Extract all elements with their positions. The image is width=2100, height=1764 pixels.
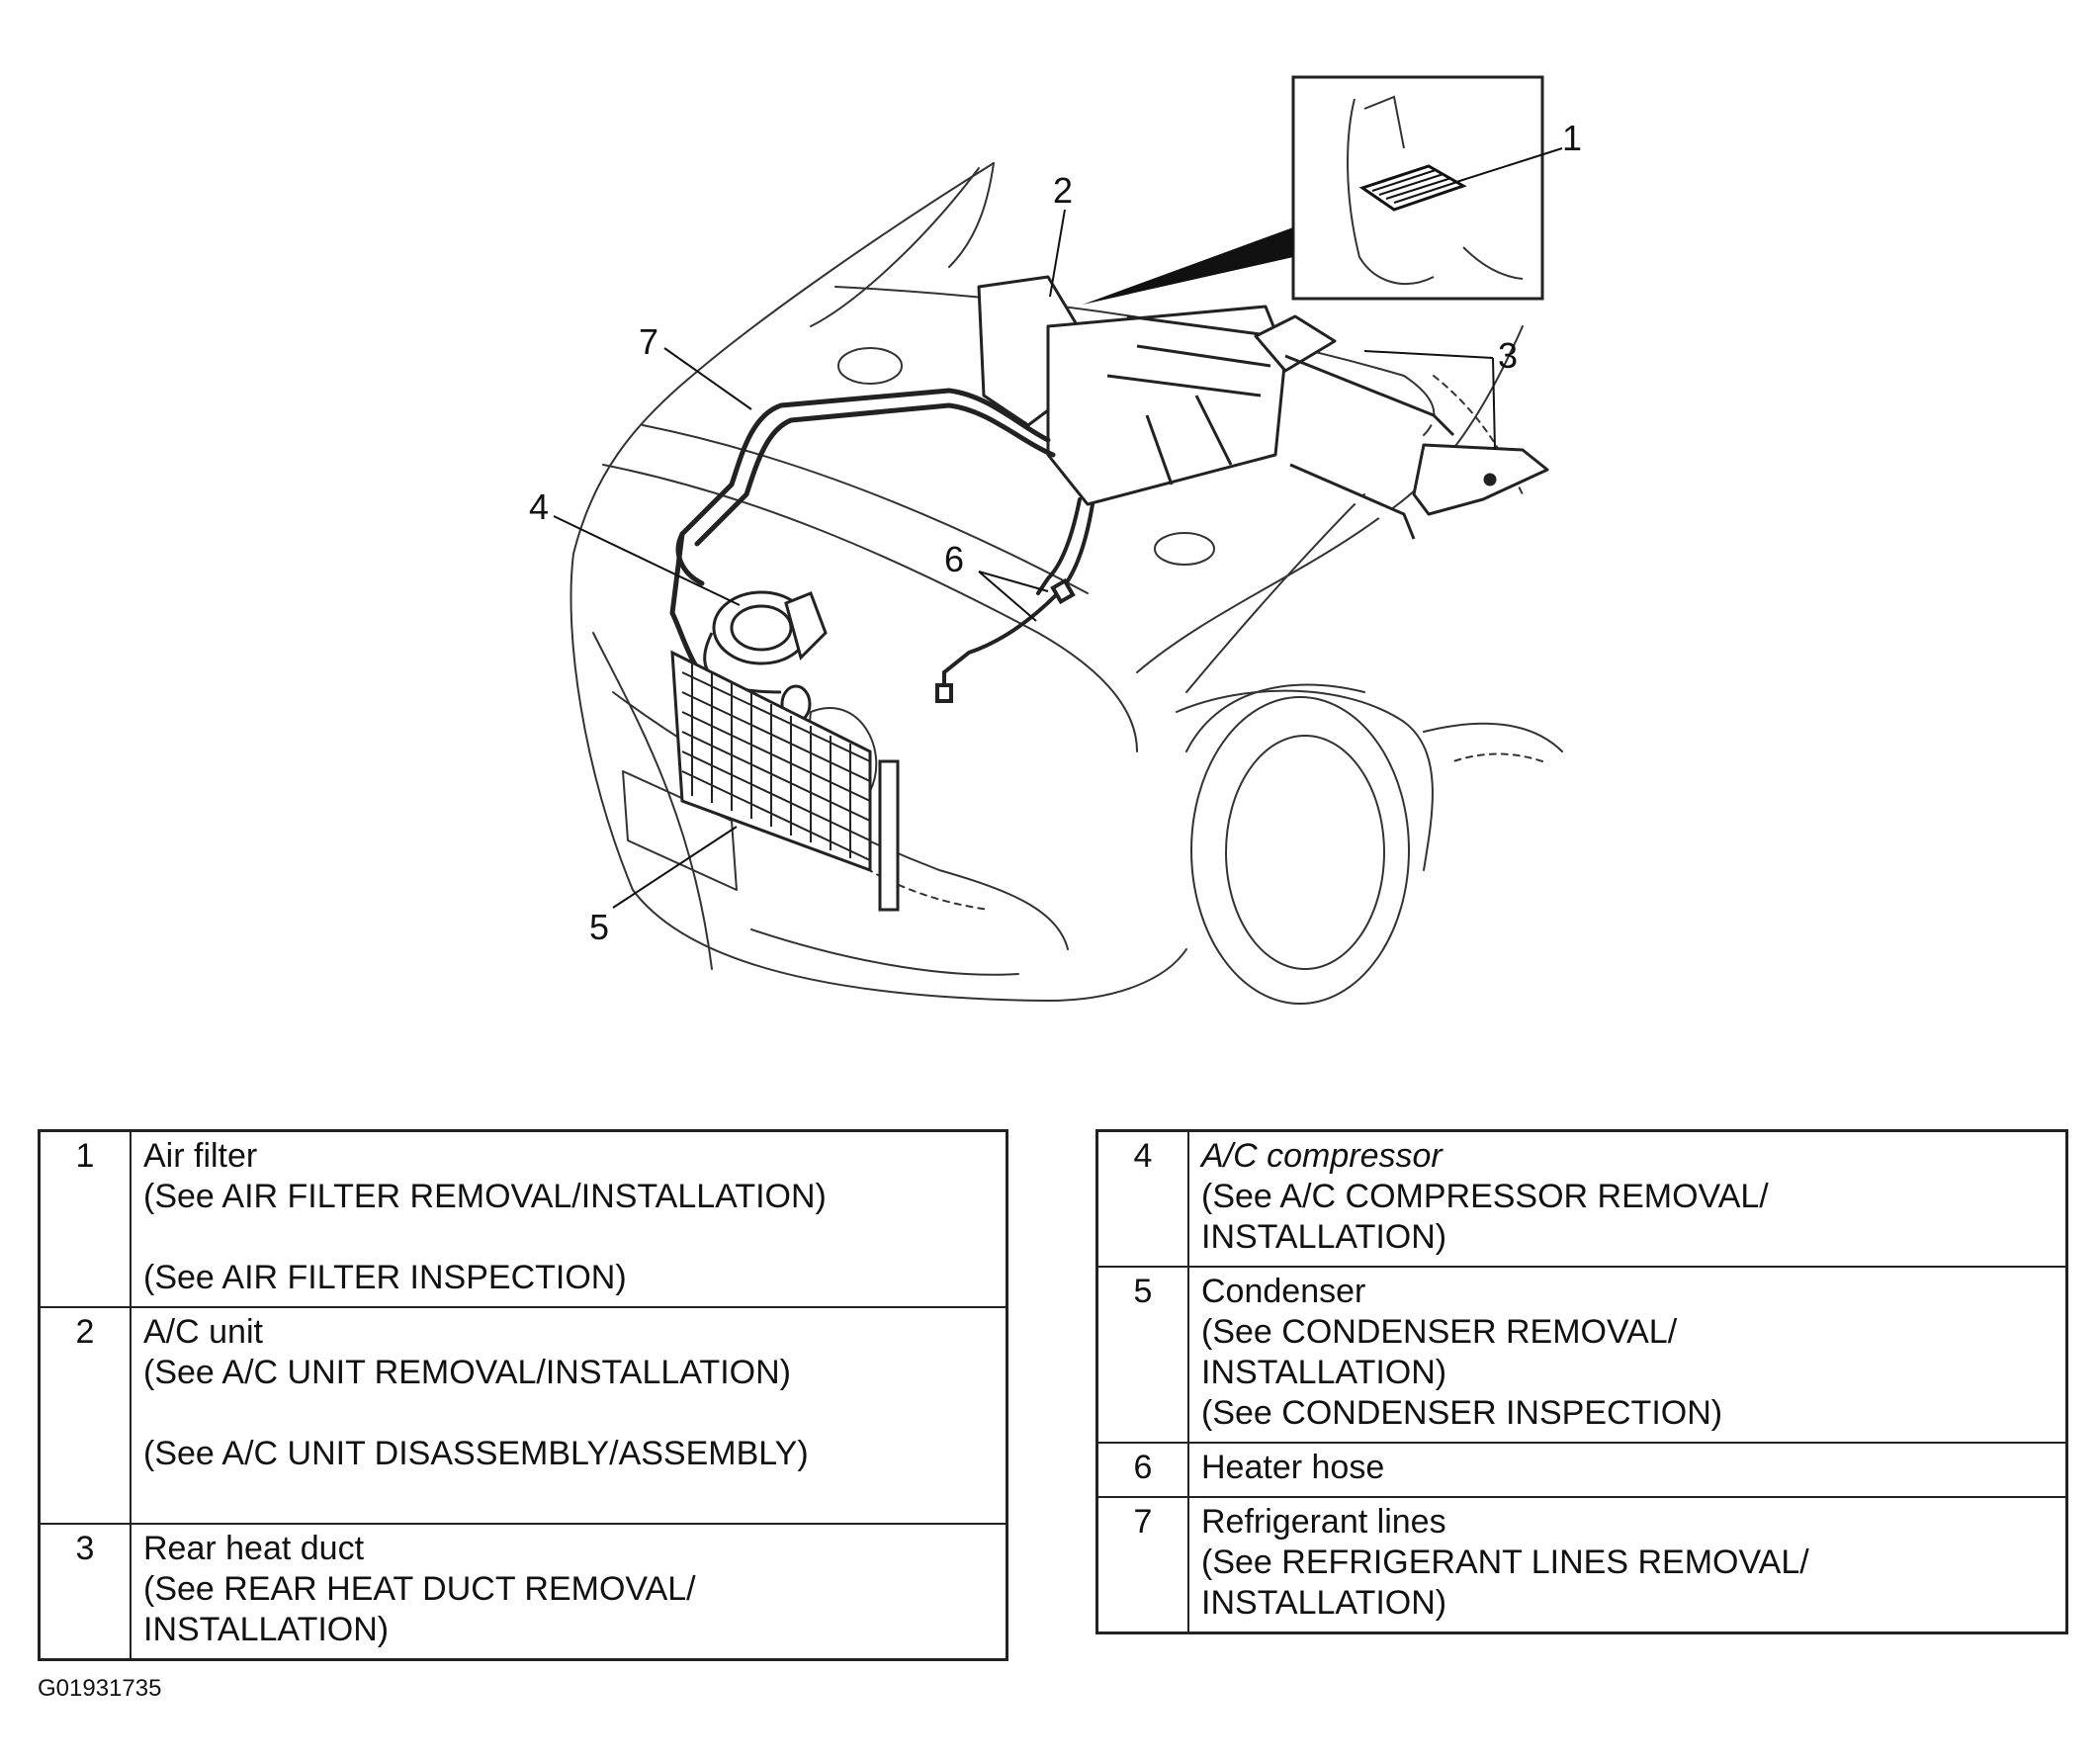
legend-description: Air filter (See AIR FILTER REMOVAL/INSTA… bbox=[130, 1129, 1008, 1308]
callout-2: 2 bbox=[1053, 170, 1073, 211]
callout-3: 3 bbox=[1498, 335, 1518, 376]
legend-item-name: Air filter bbox=[143, 1137, 258, 1175]
legend-reference: INSTALLATION) bbox=[1201, 1354, 1447, 1391]
legend-row: 3 Rear heat duct (See REAR HEAT DUCT REM… bbox=[38, 1523, 1008, 1661]
legend-spacer bbox=[143, 1393, 996, 1434]
legend-number: 6 bbox=[1095, 1442, 1189, 1498]
legend-number: 4 bbox=[1095, 1129, 1189, 1268]
heater-hose bbox=[935, 497, 1094, 703]
callout-7: 7 bbox=[639, 321, 658, 362]
right-fender bbox=[1176, 689, 1434, 871]
inset-pointer bbox=[1083, 227, 1293, 305]
air-filter-inset bbox=[1291, 75, 1544, 301]
air-filter bbox=[1358, 164, 1467, 212]
legend-row: 7 Refrigerant lines (See REFRIGERANT LIN… bbox=[1095, 1496, 2068, 1634]
legend-item-name: Rear heat duct bbox=[143, 1530, 365, 1567]
condenser bbox=[670, 650, 900, 912]
legend-item-name: Condenser bbox=[1201, 1273, 1366, 1310]
leader-5 bbox=[612, 826, 738, 909]
leader-2 bbox=[1049, 209, 1066, 298]
legend-reference: INSTALLATION) bbox=[1201, 1584, 1447, 1622]
leader-3 bbox=[1363, 350, 1496, 451]
legend-reference: (See AIR FILTER REMOVAL/INSTALLATION) bbox=[143, 1178, 827, 1215]
callout-6: 6 bbox=[944, 539, 964, 579]
legend-item-name: A/C compressor bbox=[1201, 1137, 1443, 1175]
legend-spacer bbox=[143, 1217, 996, 1258]
callout-1: 1 bbox=[1562, 118, 1582, 158]
legend-description: Condenser (See CONDENSER REMOVAL/ INSTAL… bbox=[1187, 1266, 2068, 1444]
legend-description: Heater hose bbox=[1187, 1442, 2068, 1498]
legend-table-left: 1 Air filter (See AIR FILTER REMOVAL/INS… bbox=[38, 1129, 1008, 1661]
legend-number: 5 bbox=[1095, 1266, 1189, 1444]
legend-reference: INSTALLATION) bbox=[143, 1611, 390, 1648]
leader-7 bbox=[663, 347, 752, 410]
legend-reference: (See A/C COMPRESSOR REMOVAL/ bbox=[1201, 1178, 1769, 1215]
figure-id: G01931735 bbox=[38, 1675, 162, 1702]
legend-row: 2 A/C unit (See A/C UNIT REMOVAL/INSTALL… bbox=[38, 1306, 1008, 1525]
legend-number: 7 bbox=[1095, 1496, 1189, 1634]
callout-5: 5 bbox=[589, 907, 609, 947]
legend-reference: (See A/C UNIT REMOVAL/INSTALLATION) bbox=[143, 1354, 791, 1391]
rear-heat-duct bbox=[1254, 314, 1549, 540]
legend-item-name: A/C unit bbox=[143, 1313, 263, 1351]
leader-6 bbox=[978, 571, 1049, 622]
legend-description: A/C unit (See A/C UNIT REMOVAL/INSTALLAT… bbox=[130, 1306, 1008, 1525]
legend-number: 2 bbox=[38, 1306, 131, 1525]
legend-row: 4 A/C compressor (See A/C COMPRESSOR REM… bbox=[1095, 1129, 2068, 1268]
legend-number: 1 bbox=[38, 1129, 131, 1308]
callout-4: 4 bbox=[529, 486, 549, 527]
hood-outline bbox=[569, 162, 1187, 1002]
legend-description: Rear heat duct (See REAR HEAT DUCT REMOV… bbox=[130, 1523, 1008, 1661]
legend-description: A/C compressor (See A/C COMPRESSOR REMOV… bbox=[1187, 1129, 2068, 1268]
legend-row: 1 Air filter (See AIR FILTER REMOVAL/INS… bbox=[38, 1129, 1008, 1308]
legend-reference: (See REFRIGERANT LINES REMOVAL/ bbox=[1201, 1544, 1809, 1581]
legend-table-right: 4 A/C compressor (See A/C COMPRESSOR REM… bbox=[1095, 1129, 2068, 1634]
legend-description: Refrigerant lines (See REFRIGERANT LINES… bbox=[1187, 1496, 2068, 1634]
legend-number: 3 bbox=[38, 1523, 131, 1661]
legend-reference: (See REAR HEAT DUCT REMOVAL/ bbox=[143, 1570, 696, 1608]
ac-system-diagram: 1 2 3 4 5 6 7 bbox=[529, 75, 1582, 1005]
legend-item-name: Refrigerant lines bbox=[1201, 1503, 1446, 1541]
legend-reference: (See CONDENSER INSPECTION) bbox=[1201, 1394, 1723, 1432]
legend-reference: INSTALLATION) bbox=[1201, 1218, 1447, 1256]
car-front-illustration: 1 2 3 4 5 6 7 bbox=[529, 75, 1582, 1005]
legend-row: 6 Heater hose bbox=[1095, 1442, 2068, 1498]
legend-reference: (See AIR FILTER INSPECTION) bbox=[143, 1259, 627, 1296]
legend-reference: (See CONDENSER REMOVAL/ bbox=[1201, 1313, 1678, 1351]
leader-1 bbox=[1452, 147, 1563, 184]
legend-row: 5 Condenser (See CONDENSER REMOVAL/ INST… bbox=[1095, 1266, 2068, 1444]
leader-4 bbox=[553, 515, 741, 606]
front-wheel bbox=[1190, 696, 1410, 1005]
legend-reference: (See A/C UNIT DISASSEMBLY/ASSEMBLY) bbox=[143, 1435, 809, 1472]
ac-unit bbox=[977, 275, 1287, 506]
legend-item-name: Heater hose bbox=[1201, 1449, 1385, 1486]
